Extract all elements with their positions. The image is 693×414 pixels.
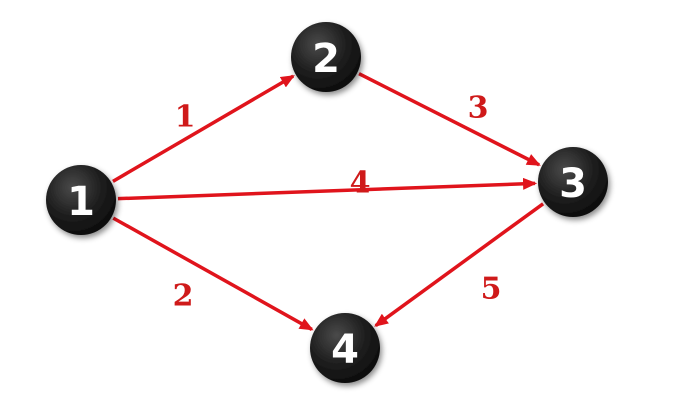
edge-1-to-3 [117,177,538,201]
edge-1-to-2 [112,74,295,183]
nodes-layer: 1 2 3 4 [46,22,608,383]
node-label-2: 2 [312,36,340,82]
node-label-1: 1 [67,179,95,225]
node-circle-4 [310,313,380,383]
edge-1-to-4 [112,216,314,331]
edge-weight-2-to-3: 3 [468,91,489,126]
node-label-4: 4 [331,327,359,373]
node-2: 2 [291,22,361,92]
node-circle-1 [46,165,116,235]
weights-layer: 1 3 4 2 5 [173,91,502,314]
node-4: 4 [310,313,380,383]
node-1: 1 [46,165,116,235]
node-circle-3 [538,147,608,217]
node-3: 3 [538,147,608,217]
node-label-3: 3 [559,161,587,207]
edge-3-to-4 [374,202,545,328]
edge-2-to-3 [358,72,541,167]
edge-weight-1-to-4: 2 [173,279,194,314]
edges-layer [112,72,545,331]
edge-weight-1-to-3: 4 [350,166,371,201]
edge-weight-3-to-4: 5 [481,272,502,307]
edge-weight-1-to-2: 1 [175,100,196,135]
node-circle-2 [291,22,361,92]
